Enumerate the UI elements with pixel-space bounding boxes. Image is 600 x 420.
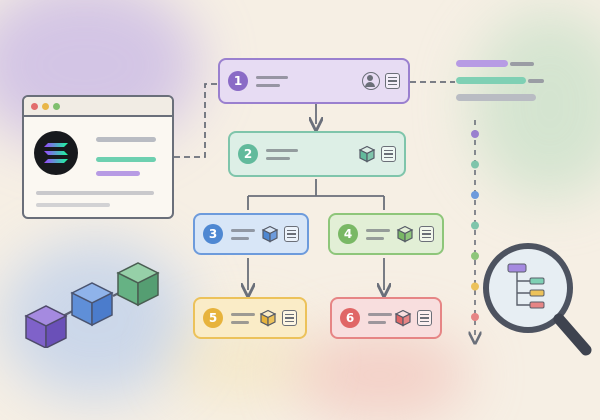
document-icon	[282, 310, 297, 326]
document-icon	[385, 73, 400, 89]
legend-bar-grey	[510, 62, 534, 66]
branch-2	[247, 179, 385, 210]
magnifying-glass-icon	[483, 243, 592, 356]
node-text-lines	[266, 148, 298, 160]
maximize-dot-icon	[53, 102, 60, 110]
step-badge: 5	[203, 308, 223, 328]
cube-icon	[261, 225, 279, 243]
minimize-dot-icon	[42, 102, 49, 110]
legend-bar-grey	[528, 79, 544, 83]
legend-bar-grey-long	[456, 94, 536, 101]
timeline-dot	[471, 191, 479, 199]
timeline-dot	[471, 282, 479, 291]
cube-purple	[24, 305, 68, 348]
legend-bar-purple	[456, 60, 508, 67]
node-text-lines	[256, 75, 288, 87]
step-node-1[interactable]: 1	[218, 58, 410, 104]
cube-blue	[70, 282, 114, 327]
solana-logo-icon	[34, 131, 78, 175]
timeline-dot	[471, 313, 479, 321]
timeline-dot	[471, 252, 479, 260]
cube-icon	[358, 145, 376, 163]
step-badge: 4	[338, 224, 358, 244]
dashed-connector-window	[174, 83, 218, 158]
cube-icon	[394, 309, 412, 327]
legend-bar-green	[456, 77, 526, 84]
document-icon	[417, 310, 432, 326]
node-text-lines	[368, 312, 392, 324]
step-node-2[interactable]: 2	[228, 131, 406, 177]
window-line	[36, 203, 110, 207]
step-node-5[interactable]: 5	[193, 297, 307, 339]
step-badge: 3	[203, 224, 223, 244]
browser-window	[22, 95, 174, 219]
node-text-lines	[366, 228, 390, 240]
step-node-4[interactable]: 4	[328, 213, 444, 255]
window-line-accent	[96, 157, 156, 162]
window-line	[96, 137, 156, 142]
connector-layer	[174, 81, 600, 400]
cube-green	[116, 262, 160, 307]
step-node-6[interactable]: 6	[330, 297, 442, 339]
timeline-dot	[471, 160, 479, 169]
node-text-lines	[231, 228, 255, 240]
step-badge: 6	[340, 308, 360, 328]
node-text-lines	[231, 312, 255, 324]
close-dot-icon	[31, 102, 38, 110]
window-line-accent-2	[96, 171, 140, 176]
document-icon	[419, 226, 434, 242]
step-node-3[interactable]: 3	[193, 213, 309, 255]
blockchain-cubes	[24, 262, 160, 348]
document-icon	[284, 226, 299, 242]
step-badge: 2	[238, 144, 258, 164]
timeline-dot	[471, 221, 479, 230]
window-titlebar	[24, 97, 172, 117]
cube-icon	[259, 309, 277, 327]
step-badge: 1	[228, 71, 248, 91]
cube-icon	[396, 225, 414, 243]
timeline-dot	[471, 130, 479, 138]
window-line	[36, 191, 154, 195]
document-icon	[381, 146, 396, 162]
user-icon	[362, 72, 380, 90]
green-watercolor	[470, 10, 600, 200]
